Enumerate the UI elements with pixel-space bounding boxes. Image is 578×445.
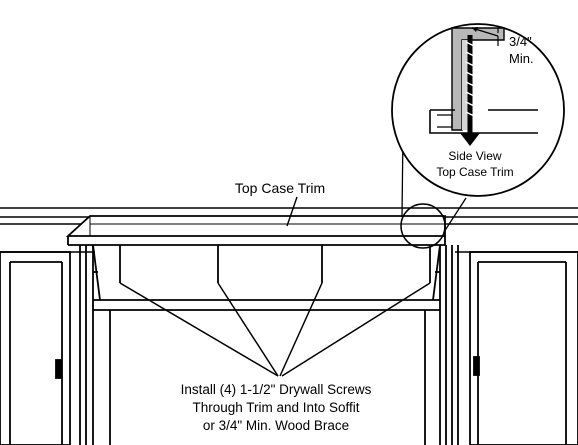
right-cabinet [469, 251, 578, 445]
left-cabinet [0, 251, 71, 445]
center-opening-frame [79, 244, 459, 445]
side-view-label: Side View [448, 149, 501, 163]
instruction-line-1: Install (4) 1-1/2" Drywall Screws [181, 382, 372, 397]
instruction-line-3: or 3/4" Min. Wood Brace [203, 418, 349, 433]
detail-source-circle [400, 203, 446, 249]
drywall-screws [119, 245, 431, 283]
instruction-line-2: Through Trim and Into Soffit [192, 400, 359, 415]
side-view-subject-label: Top Case Trim [436, 165, 513, 179]
side-view-detail [391, 23, 565, 197]
top-case-trim-label: Top Case Trim [235, 180, 325, 196]
screw-leader-lines [119, 282, 431, 377]
trim-pointer-line [286, 196, 298, 227]
dimension-label: 3/4" [509, 34, 532, 49]
dimension-min-label: Min. [509, 51, 534, 66]
top-case-trim-board [65, 215, 446, 246]
